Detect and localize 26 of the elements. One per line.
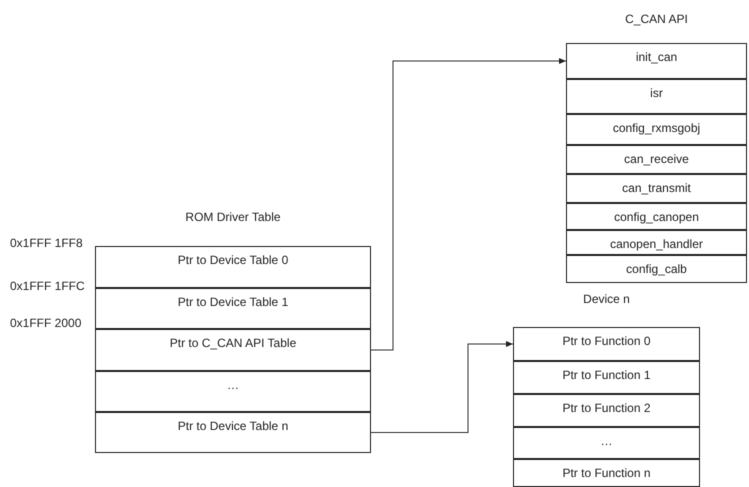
table-row: canopen_handler xyxy=(566,230,747,255)
table-row: Ptr to Function n xyxy=(513,459,700,487)
address-label: 0x1FFF 1FFC xyxy=(10,279,85,293)
table-row: … xyxy=(95,371,371,412)
table-row: config_canopen xyxy=(566,203,747,230)
table-row: Ptr to C_CAN API Table xyxy=(95,329,371,371)
table-heading: C_CAN API xyxy=(624,12,689,26)
table-row: Ptr to Device Table n xyxy=(95,412,371,453)
table-row: init_can xyxy=(566,43,747,79)
address-label: 0x1FFF 2000 xyxy=(10,316,82,330)
table-row: can_receive xyxy=(566,145,747,174)
table-row: config_calb xyxy=(566,255,747,283)
address-label: 0x1FFF 1FF8 xyxy=(10,236,83,250)
table-row: Ptr to Function 1 xyxy=(513,361,700,394)
table-row: Ptr to Function 0 xyxy=(513,327,700,361)
table-row: Ptr to Device Table 1 xyxy=(95,288,371,329)
table-row: Ptr to Device Table 0 xyxy=(95,246,371,288)
table-row: … xyxy=(513,427,700,459)
table-row: Ptr to Function 2 xyxy=(513,394,700,427)
table-heading: ROM Driver Table xyxy=(184,210,282,224)
table-row: isr xyxy=(566,79,747,114)
arrow xyxy=(370,58,566,350)
table-row: can_transmit xyxy=(566,174,747,203)
table-heading: Device n xyxy=(582,292,631,306)
arrow xyxy=(370,341,514,433)
table-row: config_rxmsgobj xyxy=(566,114,747,145)
